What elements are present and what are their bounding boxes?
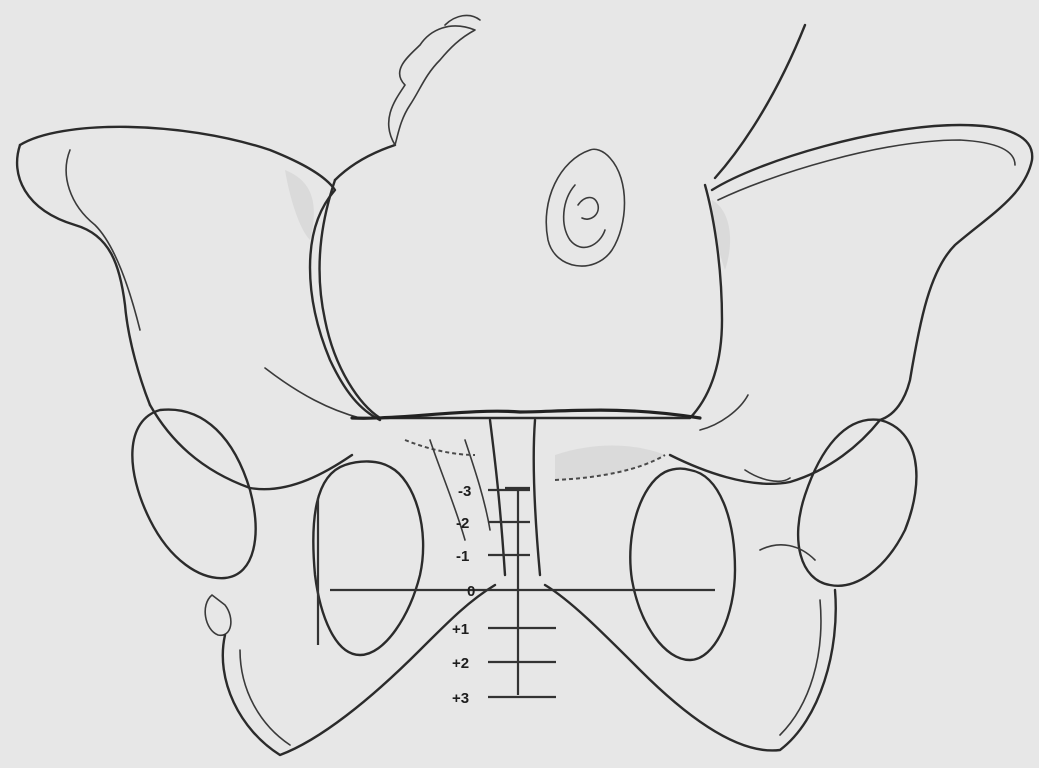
left-iliac-wing (17, 127, 380, 420)
right-acetabulum (760, 420, 916, 586)
left-obturator-foramen (313, 461, 423, 655)
station-label-plus3: +3 (452, 690, 469, 707)
fetal-head (320, 15, 722, 418)
left-pubic-arch (150, 405, 495, 755)
station-label-minus3: -3 (458, 483, 471, 500)
sacrum (352, 410, 700, 575)
station-label-plus1: +1 (452, 621, 469, 638)
station-scale: -3 -2 -1 0 +1 +2 +3 (318, 483, 715, 707)
station-label-zero: 0 (467, 583, 475, 600)
station-label-minus1: -1 (456, 548, 469, 565)
hair-outline (389, 26, 475, 145)
right-iliac-wing (700, 25, 1032, 430)
left-acetabulum (132, 410, 255, 636)
fetal-ear (546, 149, 624, 266)
station-label-plus2: +2 (452, 655, 469, 672)
station-label-minus2: -2 (456, 515, 469, 532)
right-obturator-foramen (630, 469, 735, 660)
